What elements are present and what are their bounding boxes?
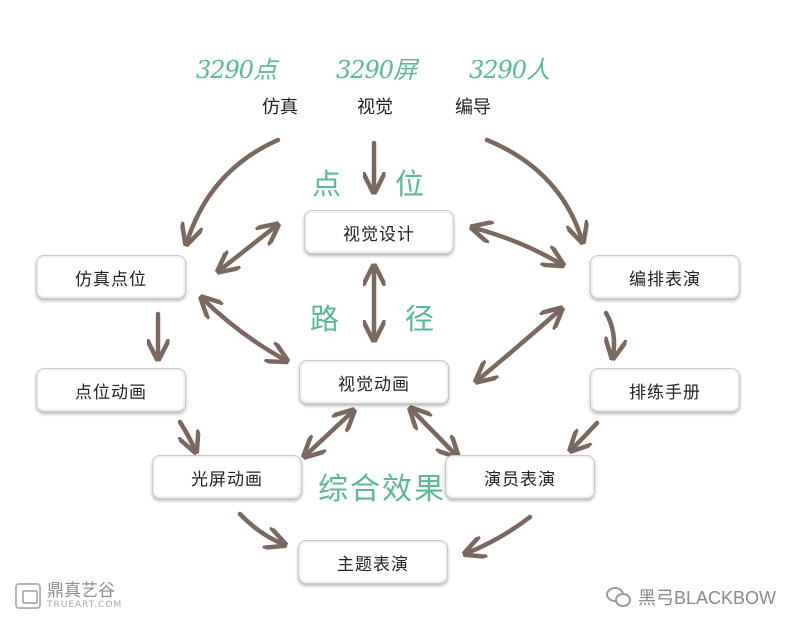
arrow-choreo-to-rehearsal [606, 310, 614, 356]
node-visual-design: 视觉设计 [304, 210, 454, 254]
count-points: 3290点 [196, 56, 277, 84]
arrow-visual-anim-screen-anim [306, 412, 352, 455]
label-fangzhen: 仿真 [262, 97, 298, 118]
count-screens: 3290屏 [336, 56, 417, 84]
count-people: 3290人 [469, 56, 550, 84]
hand-dian: 点 [312, 167, 344, 201]
arrow-sim-points-visual-anim [203, 299, 285, 360]
hand-wei: 位 [395, 167, 427, 201]
hand-jing: 径 [405, 302, 437, 336]
arrow-sim-points-visual-design [220, 226, 276, 270]
watermark-left-sub: TRUEART.COM [47, 600, 123, 610]
arrow-biandao-to-choreo [484, 137, 582, 240]
watermark-left-main: 鼎真艺谷 [47, 581, 115, 601]
watermark-blackbow: 黑弓BLACKBOW [605, 584, 776, 610]
arrow-visual-anim-performer [412, 410, 456, 455]
label-biandao: 编导 [455, 97, 491, 118]
node-rehearsal-book: 排练手册 [590, 368, 740, 412]
arrow-visual-anim-choreo [478, 310, 560, 380]
arrow-visual-design-choreo [474, 228, 561, 264]
label-shijue: 视觉 [357, 97, 393, 118]
node-choreo: 编排表演 [590, 255, 740, 299]
arrow-screen-anim-to-theme [237, 511, 283, 544]
arrow-fangzhen-to-sim-points [187, 137, 281, 242]
wechat-icon [605, 587, 632, 607]
node-screen-anim: 光屏动画 [152, 455, 302, 499]
node-theme-show: 主题表演 [298, 540, 448, 584]
arrow-rehearsal-to-performer [572, 420, 600, 449]
node-performer: 演员表演 [445, 455, 595, 499]
node-visual-anim: 视觉动画 [299, 360, 449, 404]
watermark-right-text: 黑弓BLACKBOW [637, 588, 776, 608]
hand-combined-effect: 综合效果 [318, 472, 446, 507]
arrow-performer-to-theme [467, 514, 533, 553]
node-point-anim: 点位动画 [36, 368, 186, 412]
trueart-logo-icon [15, 583, 41, 609]
hand-lu: 路 [310, 302, 342, 336]
watermark-trueart: 鼎真艺谷 TRUEART.COM [15, 582, 122, 610]
arrow-point-anim-to-screen-anim [180, 419, 195, 450]
node-sim-points: 仿真点位 [36, 255, 186, 299]
